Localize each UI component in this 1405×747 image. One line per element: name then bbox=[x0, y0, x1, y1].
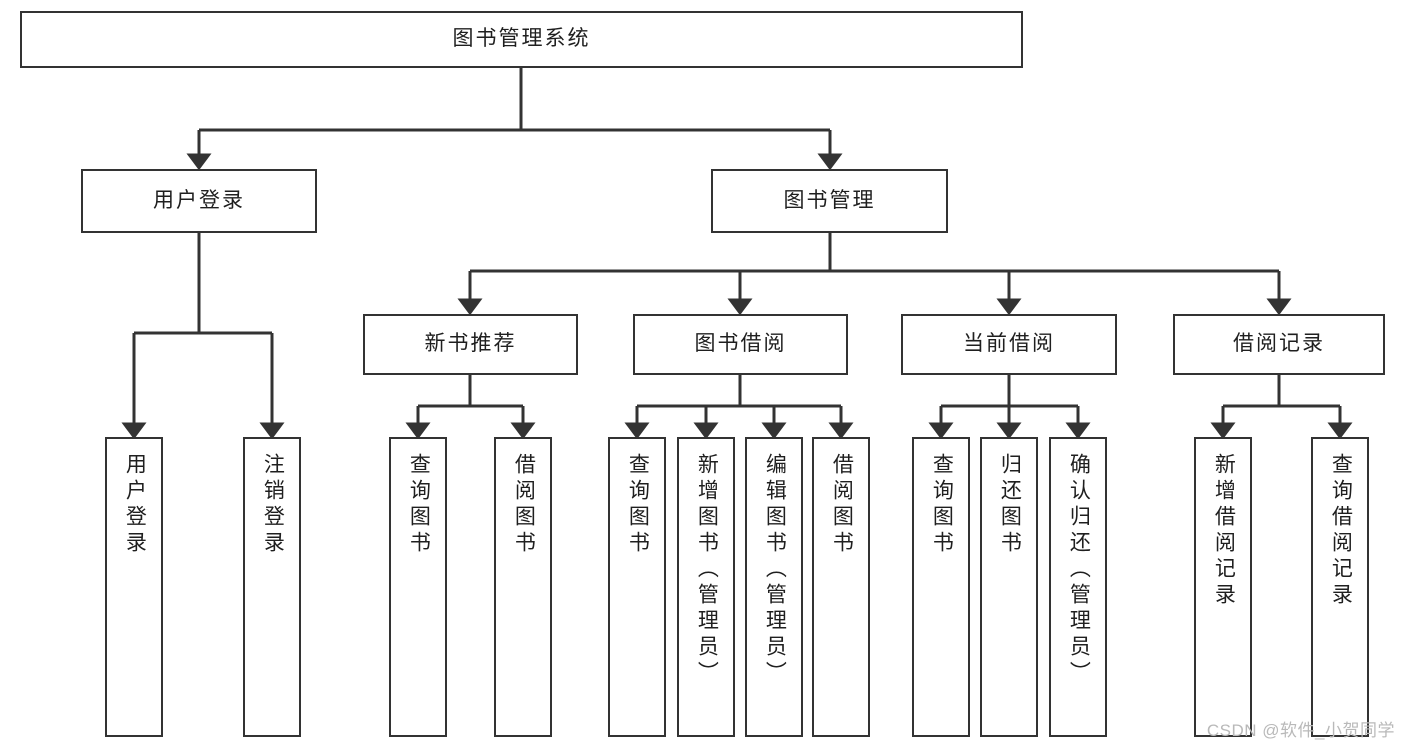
node-leaf-query-book-2-label: 查询图书 bbox=[626, 453, 650, 557]
node-new-book-recommend-label: 新书推荐 bbox=[424, 332, 517, 356]
node-root-system[interactable]: 图书管理系统 bbox=[20, 11, 1023, 68]
node-leaf-borrow-book-2[interactable]: 借阅图书 bbox=[812, 437, 870, 737]
node-leaf-add-book-admin-label: 新增图书（管理员） bbox=[695, 453, 719, 687]
node-leaf-return-book-label: 归还图书 bbox=[998, 453, 1022, 557]
node-leaf-query-book-3-label: 查询图书 bbox=[930, 453, 954, 557]
node-leaf-logout-login[interactable]: 注销登录 bbox=[243, 437, 301, 737]
node-book-borrow[interactable]: 图书借阅 bbox=[633, 314, 848, 375]
watermark-text: CSDN @软件_小贺同学 bbox=[1206, 721, 1395, 740]
node-leaf-return-book[interactable]: 归还图书 bbox=[980, 437, 1038, 737]
node-leaf-logout-login-label: 注销登录 bbox=[261, 453, 285, 557]
node-leaf-add-borrow-record-label: 新增借阅记录 bbox=[1212, 453, 1236, 609]
node-leaf-user-login[interactable]: 用户登录 bbox=[105, 437, 163, 737]
node-leaf-add-borrow-record[interactable]: 新增借阅记录 bbox=[1194, 437, 1252, 737]
node-current-borrow-label: 当前借阅 bbox=[963, 332, 1055, 356]
node-leaf-edit-book-admin-label: 编辑图书（管理员） bbox=[763, 453, 787, 687]
node-new-book-recommend[interactable]: 新书推荐 bbox=[363, 314, 578, 375]
node-leaf-borrow-book-1-label: 借阅图书 bbox=[512, 453, 536, 557]
node-leaf-borrow-book-2-label: 借阅图书 bbox=[830, 453, 854, 557]
node-root-system-label: 图书管理系统 bbox=[452, 27, 591, 51]
node-borrow-record[interactable]: 借阅记录 bbox=[1173, 314, 1385, 375]
node-leaf-user-login-label: 用户登录 bbox=[123, 453, 147, 557]
node-leaf-confirm-return-admin-label: 确认归还（管理员） bbox=[1067, 453, 1091, 687]
node-book-manage-label: 图书管理 bbox=[783, 188, 876, 212]
node-leaf-edit-book-admin[interactable]: 编辑图书（管理员） bbox=[745, 437, 803, 737]
node-book-manage[interactable]: 图书管理 bbox=[711, 169, 948, 233]
node-leaf-confirm-return-admin[interactable]: 确认归还（管理员） bbox=[1049, 437, 1107, 737]
node-book-borrow-label: 图书借阅 bbox=[694, 332, 787, 356]
node-leaf-query-borrow-record[interactable]: 查询借阅记录 bbox=[1311, 437, 1369, 737]
node-leaf-query-book-3[interactable]: 查询图书 bbox=[912, 437, 970, 737]
node-leaf-query-book-1[interactable]: 查询图书 bbox=[389, 437, 447, 737]
node-user-login-label: 用户登录 bbox=[153, 188, 245, 212]
node-leaf-query-book-1-label: 查询图书 bbox=[407, 453, 431, 557]
node-leaf-add-book-admin[interactable]: 新增图书（管理员） bbox=[677, 437, 735, 737]
node-leaf-query-book-2[interactable]: 查询图书 bbox=[608, 437, 666, 737]
node-borrow-record-label: 借阅记录 bbox=[1233, 332, 1325, 356]
node-current-borrow[interactable]: 当前借阅 bbox=[901, 314, 1117, 375]
node-leaf-borrow-book-1[interactable]: 借阅图书 bbox=[494, 437, 552, 737]
node-user-login[interactable]: 用户登录 bbox=[81, 169, 317, 233]
node-leaf-query-borrow-record-label: 查询借阅记录 bbox=[1329, 453, 1353, 609]
